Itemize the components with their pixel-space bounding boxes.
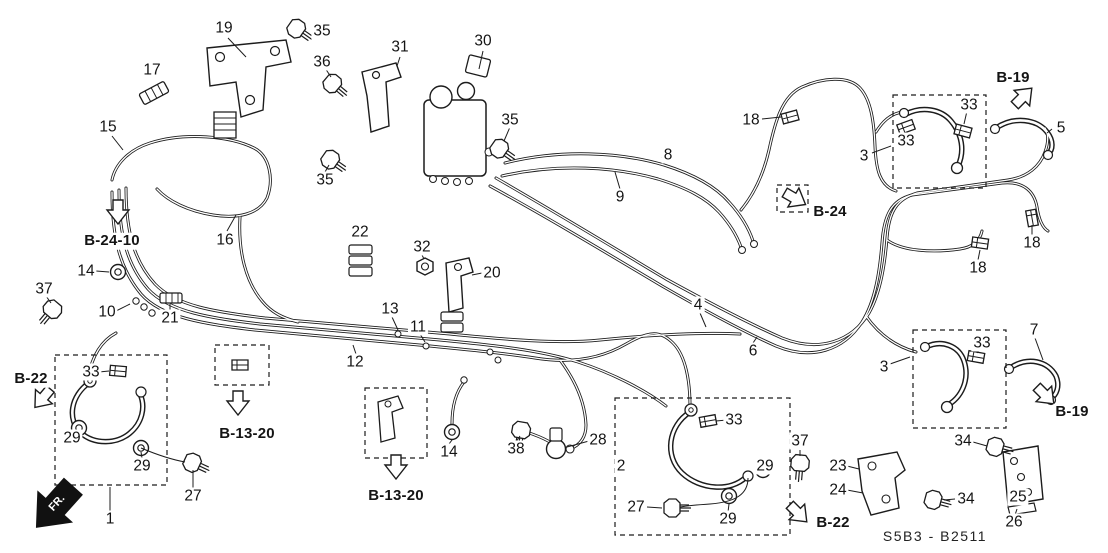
ref-arrow-icon [778, 182, 812, 215]
clip-icon [1025, 208, 1039, 228]
components [32, 15, 1057, 518]
washer-icon [754, 461, 772, 479]
modulator-30 [423, 54, 494, 186]
clip-icon [231, 359, 249, 371]
bolt-icon [319, 70, 354, 104]
bolt-icon [788, 453, 811, 484]
clip-icon [896, 118, 916, 136]
sleeve-21 [159, 292, 183, 304]
ref-arrow-icon [1006, 79, 1041, 114]
clip-stack-22 [348, 244, 373, 277]
ref-arrow-icon [25, 381, 60, 416]
ref-arrow-icon [384, 454, 408, 480]
grommet-icon [443, 423, 461, 441]
bracket-b13 [377, 395, 404, 443]
clip-icon [108, 364, 128, 378]
bolt-icon [922, 488, 955, 515]
washer-icon [70, 419, 88, 437]
bolt-icon [508, 419, 533, 451]
bolt-icon [283, 15, 318, 48]
clip-icon [970, 236, 990, 250]
fr-arrow-icon [35, 477, 83, 528]
sleeve-17 [138, 81, 170, 105]
bolt-icon [317, 146, 352, 179]
grommet-icon [109, 263, 127, 281]
bolt-icon [32, 296, 66, 331]
washer-icon [720, 487, 738, 505]
diagram-part-code: S5B3 - B2511 [882, 528, 988, 544]
tube-routes [69, 77, 1061, 490]
ref-arrow-icon [781, 496, 816, 531]
bracket-23-24 [857, 451, 906, 516]
clip-icon [698, 414, 718, 428]
bolt-icon [180, 450, 214, 480]
valve-28 [545, 427, 575, 460]
clip-icon [966, 350, 986, 364]
reference-arrows [25, 79, 1063, 531]
bracket-31 [361, 62, 402, 133]
clip-icon [780, 109, 800, 125]
bolt-icon [663, 498, 692, 518]
bracket-19 [206, 39, 292, 118]
ref-arrow-icon [226, 390, 250, 416]
